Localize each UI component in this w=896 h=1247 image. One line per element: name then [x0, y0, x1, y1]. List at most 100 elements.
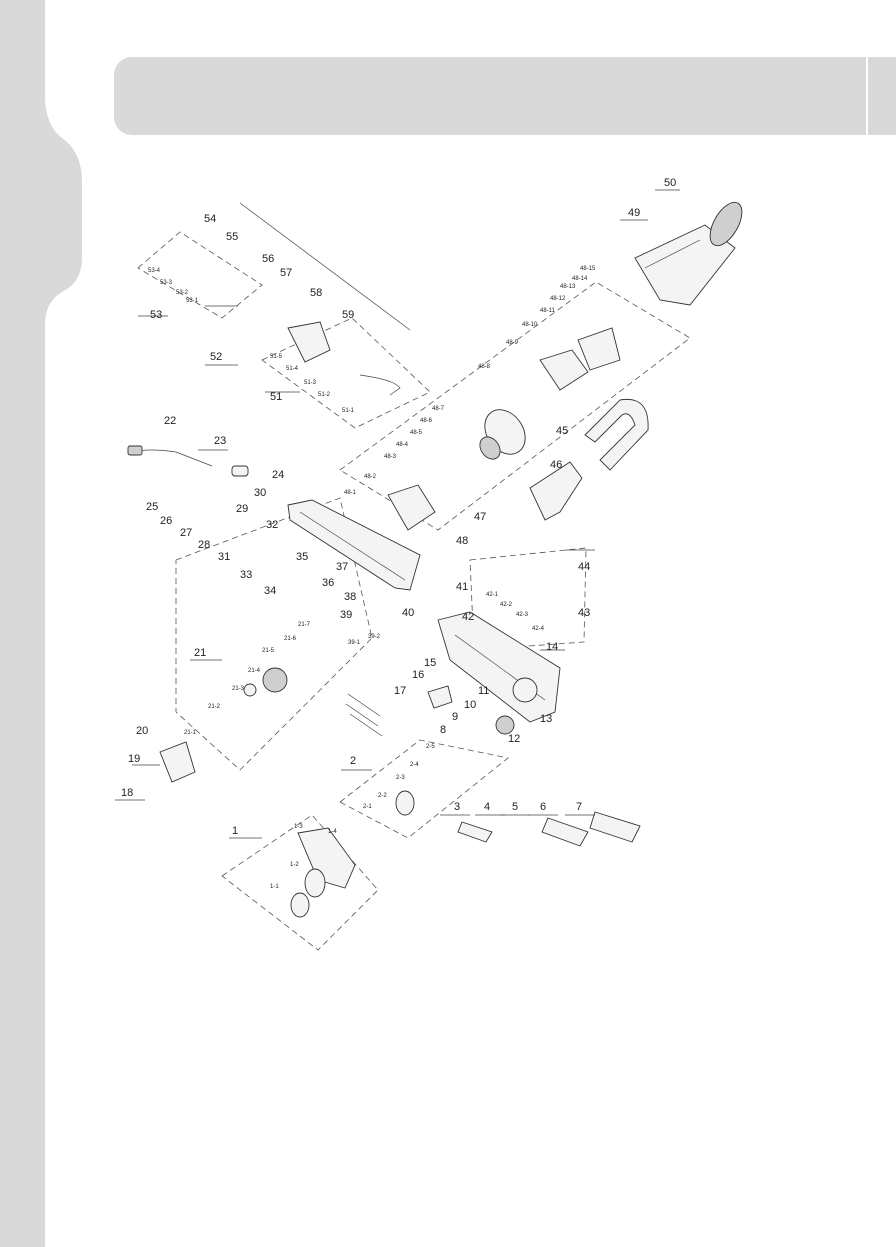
- label-1-3: 1-3: [294, 824, 303, 830]
- label-2: 2: [350, 755, 356, 767]
- label-11: 11: [478, 685, 489, 697]
- label-17: 17: [394, 685, 406, 697]
- label-44: 44: [578, 561, 590, 573]
- label-14: 14: [546, 641, 558, 653]
- label-42-4: 42-4: [532, 626, 545, 632]
- label-21-4: 21-4: [248, 668, 261, 674]
- label-12: 12: [508, 733, 520, 745]
- label-21: 21: [194, 647, 206, 659]
- label-49: 49: [628, 207, 640, 219]
- label-34: 34: [264, 585, 276, 597]
- label-2-3: 2-3: [396, 775, 405, 781]
- leader-lines: [115, 189, 680, 839]
- header-bar: [114, 57, 866, 135]
- label-2-4: 2-4: [410, 762, 419, 768]
- label-38: 38: [344, 591, 356, 603]
- label-32: 32: [266, 519, 278, 531]
- label-55: 55: [226, 231, 238, 243]
- label-5: 5: [512, 801, 518, 813]
- label-48: 48: [456, 535, 468, 547]
- label-53-2: 53-2: [176, 290, 189, 296]
- label-1-4: 1-4: [328, 829, 337, 835]
- label-13: 13: [540, 713, 552, 725]
- label-28: 28: [198, 539, 210, 551]
- label-3: 3: [454, 801, 460, 813]
- label-15: 15: [424, 657, 436, 669]
- label-37: 37: [336, 561, 348, 573]
- label-48-10: 48-10: [522, 322, 538, 328]
- label-16: 16: [412, 669, 424, 681]
- label-2-1: 2-1: [363, 804, 372, 810]
- label-48-7: 48-7: [432, 406, 445, 412]
- label-1: 1: [232, 825, 238, 837]
- label-51-1: 51-1: [342, 408, 355, 414]
- label-40: 40: [402, 607, 414, 619]
- label-1-2: 1-2: [290, 862, 299, 868]
- label-39: 39: [340, 609, 352, 621]
- parts-drawing: [127, 201, 743, 918]
- label-51-2: 51-2: [318, 392, 331, 398]
- label-48-9: 48-9: [506, 340, 519, 346]
- label-18: 18: [121, 787, 133, 799]
- label-48-13: 48-13: [560, 284, 576, 290]
- label-8: 8: [440, 724, 446, 736]
- label-53-4: 53-4: [148, 268, 161, 274]
- label-54: 54: [204, 213, 216, 225]
- label-51-4: 51-4: [286, 366, 299, 372]
- label-7: 7: [576, 801, 582, 813]
- label-21-1: 21-1: [184, 730, 197, 736]
- label-59: 59: [342, 309, 354, 321]
- label-22: 22: [164, 415, 176, 427]
- label-46: 46: [550, 459, 562, 471]
- label-29: 29: [236, 503, 248, 515]
- label-36: 36: [322, 577, 334, 589]
- label-45: 45: [556, 425, 568, 437]
- label-52: 52: [210, 351, 222, 363]
- label-51-5: 51-5: [270, 354, 283, 360]
- part-labels: 1 1-1 1-2 1-3 1-4 2 2-1 2-2 2-3 2-4 2-5 …: [121, 177, 676, 890]
- label-30: 30: [254, 487, 266, 499]
- label-2-5: 2-5: [426, 744, 435, 750]
- label-47: 47: [474, 511, 486, 523]
- header-tab: [868, 57, 896, 135]
- label-48-2: 48-2: [364, 474, 377, 480]
- page-side-tab: [0, 0, 82, 1247]
- label-33: 33: [240, 569, 252, 581]
- label-35: 35: [296, 551, 308, 563]
- label-21-6: 21-6: [284, 636, 297, 642]
- label-48-4: 48-4: [396, 442, 409, 448]
- label-48-15: 48-15: [580, 266, 596, 272]
- label-43: 43: [578, 607, 590, 619]
- label-42-1: 42-1: [486, 592, 499, 598]
- label-2-2: 2-2: [378, 793, 387, 799]
- label-21-3: 21-3: [232, 686, 245, 692]
- label-48-14: 48-14: [572, 276, 588, 282]
- label-51: 51: [270, 391, 282, 403]
- label-48-6: 48-6: [420, 418, 433, 424]
- label-48-11: 48-11: [540, 308, 556, 314]
- label-26: 26: [160, 515, 172, 527]
- label-21-2: 21-2: [208, 704, 221, 710]
- label-48-3: 48-3: [384, 454, 397, 460]
- label-58: 58: [310, 287, 322, 299]
- label-53-3: 53-3: [160, 280, 173, 286]
- label-21-7: 21-7: [298, 622, 311, 628]
- label-6: 6: [540, 801, 546, 813]
- label-10: 10: [464, 699, 476, 711]
- label-25: 25: [146, 501, 158, 513]
- label-42-3: 42-3: [516, 612, 529, 618]
- label-42: 42: [462, 611, 474, 623]
- label-42-2: 42-2: [500, 602, 513, 608]
- label-53-1: 53-1: [186, 298, 199, 304]
- label-23: 23: [214, 435, 226, 447]
- label-53: 53: [150, 309, 162, 321]
- label-48-5: 48-5: [410, 430, 423, 436]
- label-51-3: 51-3: [304, 380, 317, 386]
- label-39-2: 39-2: [368, 634, 381, 640]
- label-50: 50: [664, 177, 676, 189]
- label-19: 19: [128, 753, 140, 765]
- label-9: 9: [452, 711, 458, 723]
- label-1-1: 1-1: [270, 884, 279, 890]
- label-41: 41: [456, 581, 468, 593]
